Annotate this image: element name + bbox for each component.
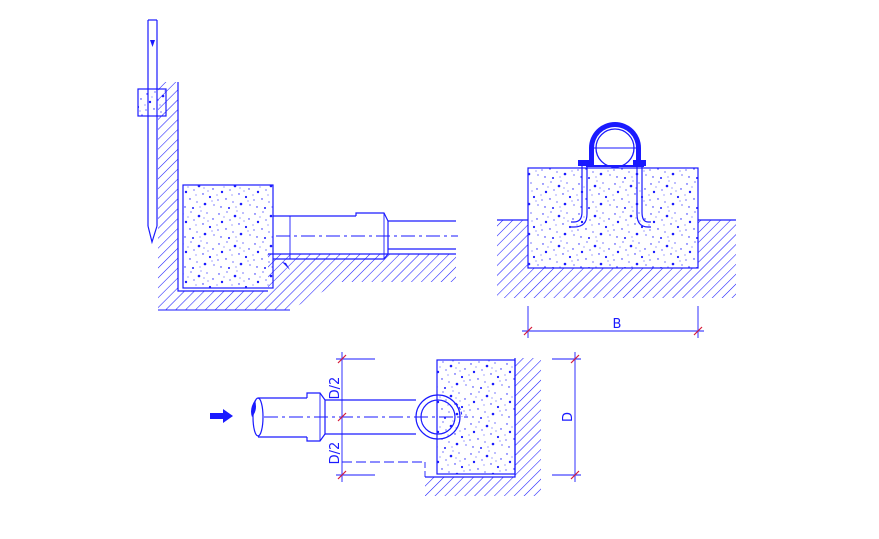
foundation-block [527, 167, 699, 269]
dimension-half-D: D/2 D/2 [328, 352, 375, 482]
dimension-B-label: B [613, 317, 622, 332]
rod-anchor-block [137, 88, 167, 117]
dimension-D-label: D [561, 412, 576, 422]
dimension-D: D [552, 352, 581, 482]
ground-hatch-plan [425, 358, 541, 496]
dimension-half-D-bottom-label: D/2 [328, 442, 343, 465]
dimension-B: B [522, 306, 704, 338]
dimension-half-D-top-label: D/2 [328, 377, 343, 400]
down-arrow-icon [150, 40, 155, 47]
arrow-right-icon[interactable] [210, 409, 233, 423]
cross-section-view: B [497, 122, 736, 338]
elevation-view [137, 19, 458, 311]
pipe-plan [251, 392, 468, 477]
ground-hatch-section [497, 220, 736, 298]
plan-view: D/2 D/2 D [210, 352, 581, 496]
pipe-clamp [586, 122, 644, 168]
ground-hatch-elevation [158, 82, 456, 310]
thrust-block-elevation [182, 184, 274, 289]
pipe-elevation [273, 212, 458, 270]
small-arrow-icon [282, 262, 290, 270]
vertical-rod [147, 19, 158, 245]
